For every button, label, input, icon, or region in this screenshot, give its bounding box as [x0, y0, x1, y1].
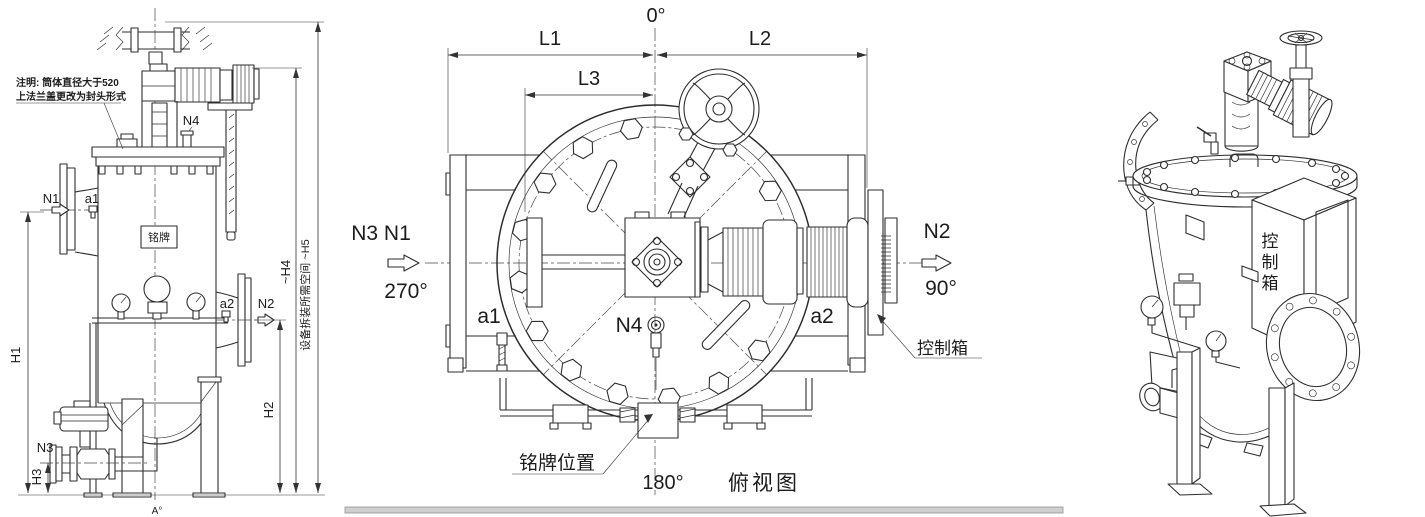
label-a1-top: a1	[477, 305, 500, 328]
cover-slot-upper	[586, 159, 618, 213]
dimension-label-h2: H2	[261, 402, 276, 419]
pressure-transmitter	[143, 275, 171, 303]
label-a2: a2	[220, 296, 234, 311]
note-leader	[103, 102, 124, 150]
dimension-label-l1: L1	[539, 28, 561, 50]
control-box-latch	[1241, 265, 1259, 283]
dimension-label-l2: L2	[749, 28, 771, 50]
central-drive-assembly	[526, 189, 898, 336]
drain-valve-assembly	[40, 400, 158, 484]
label-n2-top: N2	[924, 220, 951, 243]
bottom-piping-loop	[447, 357, 866, 439]
note-line-1: 注明: 筒体直径大于520	[16, 76, 119, 89]
top-inlet-pipe	[96, 26, 213, 53]
label-90deg: 90°	[925, 277, 957, 300]
isometric-view: 控制箱	[1118, 30, 1361, 517]
label-a2-top: a2	[810, 305, 833, 328]
label-angle-bottom: A°	[152, 506, 163, 517]
top-view-dimensions	[447, 48, 868, 212]
dimension-label-h4: ~H4	[278, 260, 293, 284]
dimension-label-h3: H3	[29, 469, 44, 486]
iso-control-box-label: 控制箱	[1259, 232, 1279, 295]
nameplate-label: 铭牌	[148, 230, 170, 244]
control-box-door	[1315, 199, 1349, 313]
dimension-lines	[18, 21, 325, 496]
cover-slot-lower	[701, 300, 751, 350]
iso-bottom-and-legs	[1167, 347, 1307, 517]
handwheel-assembly	[667, 68, 760, 218]
flow-arrow-inlet	[387, 254, 420, 272]
label-n4: N4	[183, 113, 200, 128]
nameplate-box-top	[637, 402, 679, 439]
sensor-rod	[207, 102, 253, 241]
note-line-2: 上法兰盖更改为封头形式	[16, 90, 126, 103]
n4-vent-fitting	[182, 133, 192, 148]
drive-motor-assembly	[141, 51, 260, 148]
flow-arrow-n1	[51, 203, 70, 217]
label-n1: N1	[43, 191, 60, 206]
n4-boss	[647, 316, 665, 390]
front-elevation-view: N4 铭牌 N1 a1	[8, 8, 325, 517]
inlet-nozzle-n1	[40, 163, 100, 257]
inlet-flange-left	[445, 154, 540, 372]
label-0deg: 0°	[646, 5, 665, 27]
lifting-handle	[1229, 153, 1259, 167]
label-n3: N3	[37, 440, 54, 455]
dimension-label-l3: L3	[578, 68, 600, 90]
label-n3-n1: N3 N1	[351, 222, 411, 245]
label-270deg: 270°	[384, 280, 427, 303]
iso-side-flange	[1118, 111, 1159, 211]
iso-drive-assembly	[1196, 51, 1333, 155]
label-a1: a1	[85, 191, 99, 206]
nameplate-box	[140, 225, 178, 249]
sheet-edge-band	[344, 506, 1064, 514]
flow-arrow-outlet	[921, 254, 952, 272]
leader-arrow-control-box	[877, 314, 886, 324]
nameplate-position-label: 铭牌位置	[519, 452, 595, 474]
control-box-plate	[867, 189, 884, 336]
leader-arrow-nameplate	[644, 414, 653, 423]
iso-flange-bolts	[1142, 153, 1350, 199]
control-box-label: 控制箱	[917, 339, 968, 358]
iso-louver	[1185, 214, 1205, 241]
iso-handwheel	[1279, 30, 1323, 138]
top-flange	[91, 126, 225, 175]
dimension-label-h1: H1	[8, 347, 23, 364]
label-180deg: 180°	[642, 472, 683, 494]
label-n2: N2	[258, 296, 275, 311]
support-legs	[112, 376, 226, 498]
view-title: 俯视图	[728, 472, 800, 495]
top-view: 0° L1 L2 L3 N3 N1 270° N2 90° a1 a2 N4 控…	[344, 5, 1064, 514]
label-n4-top: N4	[616, 314, 643, 337]
service-space-label: 设备拆装所需空间 ~H5	[298, 239, 312, 351]
